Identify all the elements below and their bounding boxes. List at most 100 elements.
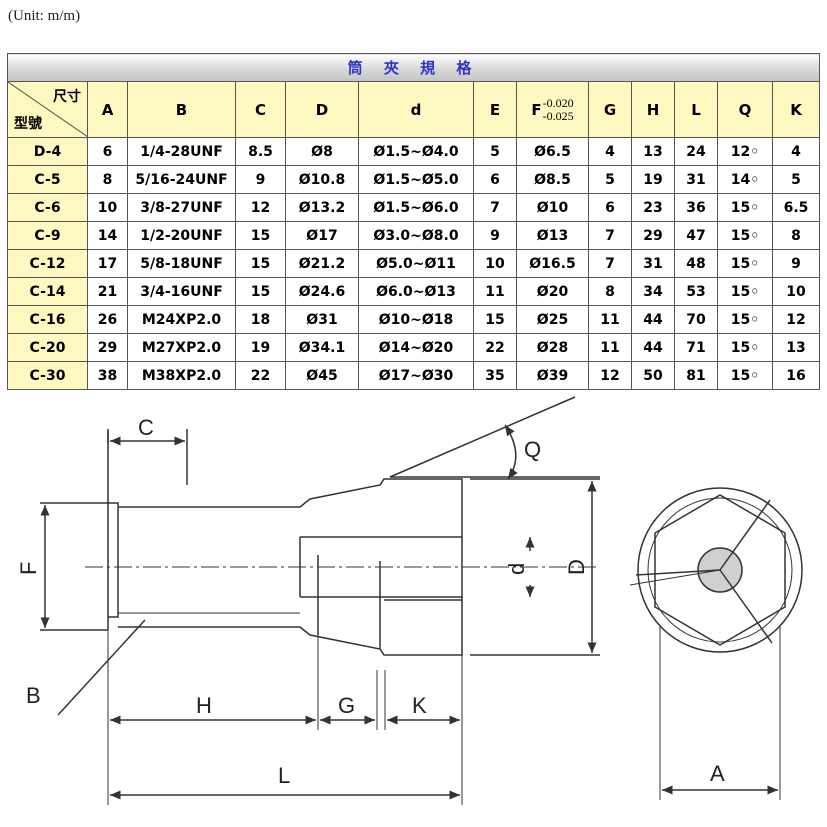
table-cell: 15◦ [717,221,773,250]
table-cell: 24 [674,137,718,166]
table-cell: 15 [235,249,286,278]
end-view-slot-1 [719,499,771,571]
table-cell: 9 [473,221,517,250]
table-cell: M27XP2.0 [127,333,236,362]
model-cell: C-20 [7,333,88,362]
b-leader-line [57,619,146,716]
table-cell: 14 [87,221,128,250]
table-cell: Ø6.0~Ø13 [358,277,474,306]
model-cell: C-9 [7,221,88,250]
table-cell: 8 [588,277,632,306]
table-cell: Ø39 [516,361,589,390]
table-cell: 5 [473,137,517,166]
end-view-slot-3b [629,569,721,586]
model-cell: C-30 [7,361,88,390]
label-c: C [138,415,154,440]
table-cell: 3/4-16UNF [127,277,236,306]
table-cell: 8 [771,221,821,250]
table-cell: 15 [235,277,286,306]
table-cell: 15◦ [717,333,773,362]
table-cell: 12◦ [717,137,773,166]
label-big-d: D [564,559,589,575]
table-cell: 36 [674,193,718,222]
table-cell: 13 [631,137,675,166]
table-cell: 10 [87,193,128,222]
end-view-inner-circle [647,497,793,643]
column-header-f-label: F [531,100,542,119]
table-cell: Ø8 [285,137,359,166]
table-cell: 10 [473,249,517,278]
table-cell: 7 [588,249,632,278]
table-cell: Ø13 [516,221,589,250]
column-header-b: B [127,81,236,138]
collet-body-outline [107,429,463,656]
corner-model-label: 型號 [14,116,42,132]
table-cell: 5 [588,165,632,194]
table-cell: 14◦ [717,165,773,194]
table-cell: 11 [473,277,517,306]
end-view-slot-3 [635,569,721,576]
table-cell: 6 [473,165,517,194]
table-cell: 21 [87,277,128,306]
table-cell: 12 [235,193,286,222]
table-cell: 23 [631,193,675,222]
column-header-g: G [588,81,632,138]
label-small-d: d [504,563,529,575]
table-cell: Ø16.5 [516,249,589,278]
table-cell: Ø17~Ø30 [358,361,474,390]
table-cell: Ø25 [516,305,589,334]
label-g: G [338,693,355,718]
column-header-l: L [674,81,718,138]
table-cell: Ø17 [285,221,359,250]
table-cell: 9 [235,165,286,194]
table-cell: 48 [674,249,718,278]
label-a: A [710,761,725,786]
table-cell: 31 [631,249,675,278]
table-cell: Ø1.5~Ø6.0 [358,193,474,222]
table-cell: 11 [588,305,632,334]
column-header-h: H [631,81,675,138]
model-cell: C-12 [7,249,88,278]
table-cell: 19 [235,333,286,362]
table-cell: 9 [771,249,821,278]
table-cell: 34 [631,277,675,306]
q-taper-line [389,396,576,478]
table-cell: 50 [631,361,675,390]
label-f: F [16,562,41,575]
table-cell: 6 [87,137,128,166]
column-header-k: K [771,81,821,138]
label-q: Q [524,437,541,462]
corner-diagonal [8,82,88,137]
table-cell: 15 [473,305,517,334]
table-cell: 1/2-20UNF [127,221,236,250]
q-angle-arc [504,424,518,480]
table-cell: 44 [631,305,675,334]
table-cell: Ø34.1 [285,333,359,362]
table-cell: 26 [87,305,128,334]
table-cell: 71 [674,333,718,362]
table-cell: Ø1.5~Ø5.0 [358,165,474,194]
table-cell: 11 [588,333,632,362]
label-h: H [196,693,212,718]
table-cell: 31 [674,165,718,194]
end-view-outer-circle [637,487,803,653]
model-cell: C-14 [7,277,88,306]
collet-drawing: C Q F D d B H G K L A [16,396,803,805]
label-l: L [278,763,290,788]
table-cell: Ø8.5 [516,165,589,194]
table-cell: 5/16-24UNF [127,165,236,194]
table-cell: 12 [588,361,632,390]
model-cell: C-5 [7,165,88,194]
table-cell: 29 [631,221,675,250]
table-cell: 29 [87,333,128,362]
column-header-c: C [235,81,286,138]
table-cell: M24XP2.0 [127,305,236,334]
f-tolerance-upper: -0.020 [542,95,574,110]
table-cell: Ø45 [285,361,359,390]
